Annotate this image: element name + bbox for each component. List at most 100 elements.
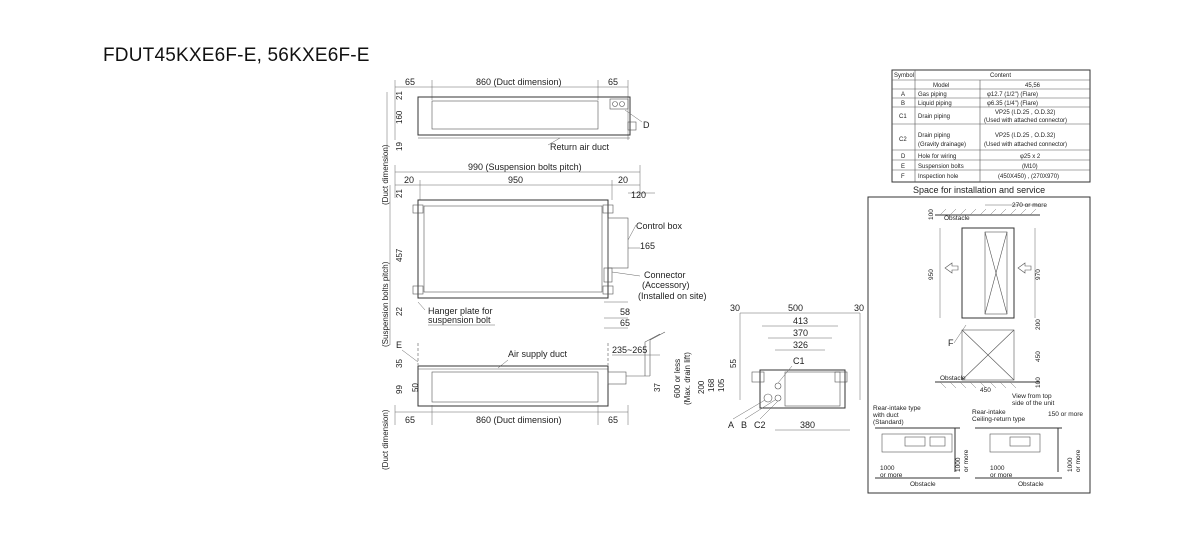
front-dim-65-right: 65 bbox=[608, 415, 618, 425]
table-model-content: 45,56 bbox=[1025, 83, 1041, 89]
dim-120: 120 bbox=[631, 190, 646, 200]
table-item-e: Suspension bolts bbox=[918, 164, 964, 170]
vert-duct-dimension-bottom: (Duct dimension) bbox=[381, 409, 390, 470]
table-item-b: Liquid piping bbox=[918, 101, 952, 107]
table-content-c2: VP25 (I.D.25 , O.D.32) bbox=[995, 133, 1055, 139]
ceiling-or-more-v: or more bbox=[1075, 449, 1082, 472]
label-installed-on-site: (Installed on site) bbox=[638, 291, 707, 301]
label-f: F bbox=[948, 338, 954, 348]
table-content-c2-note: (Used with attached connector) bbox=[984, 142, 1067, 148]
rear-duct-1000: 1000 bbox=[880, 465, 895, 472]
front-view: E Air supply duct 235~265 600 or less (M… bbox=[381, 331, 692, 470]
table-item-c2: Drain piping bbox=[918, 133, 950, 139]
obstacle-top: Obstacle bbox=[944, 215, 970, 222]
dim-21-top: 21 bbox=[395, 91, 404, 100]
ceiling-or-more: or more bbox=[990, 472, 1013, 479]
table-sym-c1: C1 bbox=[899, 114, 907, 120]
dim-58: 58 bbox=[620, 307, 630, 317]
top-view: 65 860 (Duct dimension) 65 D Return air … bbox=[381, 77, 650, 205]
side-dim-30-right: 30 bbox=[854, 303, 864, 313]
label-hanger-1: Hanger plate for bbox=[428, 306, 493, 316]
rear-duct-1: Rear-intake type bbox=[873, 405, 921, 412]
label-b: B bbox=[741, 420, 747, 430]
dim-37: 37 bbox=[653, 383, 662, 392]
dim-235-265: 235~265 bbox=[612, 345, 647, 355]
rear-ceiling-1: Rear-intake bbox=[972, 409, 1006, 416]
rear-duct-obstacle: Obstacle bbox=[910, 481, 936, 488]
label-d: D bbox=[643, 120, 650, 130]
label-c2: C2 bbox=[754, 420, 766, 430]
ceiling-1000-v: 1000 bbox=[1067, 457, 1074, 472]
table-content-d: φ25 x 2 bbox=[1020, 154, 1041, 160]
dim-65-right: 65 bbox=[608, 77, 618, 87]
label-control-box: Control box bbox=[636, 221, 683, 231]
dim-max-drain-lift: (Max. drain lift) bbox=[683, 352, 692, 405]
table-header-content: Content bbox=[990, 73, 1011, 79]
side-dim-326: 326 bbox=[793, 340, 808, 350]
table-sym-d: D bbox=[901, 154, 906, 160]
table-model-item: Model bbox=[933, 83, 949, 89]
side-dim-200: 200 bbox=[697, 380, 706, 394]
table-content-a: φ12.7 (1/2") (Flare) bbox=[987, 92, 1038, 98]
side-dim-370: 370 bbox=[793, 328, 808, 338]
side-dim-500: 500 bbox=[788, 303, 803, 313]
dim-600-or-less: 600 or less bbox=[673, 359, 682, 398]
dim-165: 165 bbox=[640, 241, 655, 251]
obstacle-bottom: Obstacle bbox=[940, 375, 966, 382]
symbol-table: Symbol Content Model 45,56 A Gas piping … bbox=[891, 69, 1091, 183]
dim-65-left: 65 bbox=[405, 77, 415, 87]
table-item-f: Inspection hole bbox=[918, 174, 959, 180]
side-dim-380: 380 bbox=[800, 420, 815, 430]
service-dim-450-v: 450 bbox=[1035, 351, 1042, 362]
front-dim-65-left: 65 bbox=[405, 415, 415, 425]
service-dim-950: 950 bbox=[928, 269, 935, 280]
front-dim-duct-860: 860 (Duct dimension) bbox=[476, 415, 562, 425]
dim-990-bolts: 990 (Suspension bolts pitch) bbox=[468, 162, 582, 172]
label-c1: C1 bbox=[793, 356, 805, 366]
dim-20-right: 20 bbox=[618, 175, 628, 185]
service-dim-200: 200 bbox=[1035, 319, 1042, 330]
label-e: E bbox=[396, 340, 402, 350]
table-sym-b: B bbox=[901, 101, 905, 107]
table-item-d: Hole for wiring bbox=[918, 154, 956, 160]
dim-20-left: 20 bbox=[404, 175, 414, 185]
service-dim-100-bottom: 100 bbox=[1035, 377, 1042, 388]
table-sym-c2: C2 bbox=[899, 137, 907, 143]
rear-duct-or-more-v: or more bbox=[963, 449, 970, 472]
dim-21-plan: 21 bbox=[395, 189, 404, 198]
label-air-supply-duct: Air supply duct bbox=[508, 349, 568, 359]
ceiling-1000: 1000 bbox=[990, 465, 1005, 472]
rear-duct-2: with duct bbox=[872, 412, 899, 419]
label-accessory: (Accessory) bbox=[642, 280, 690, 290]
label-a: A bbox=[728, 420, 734, 430]
table-content-b: φ6.35 (1/4") (Flare) bbox=[987, 101, 1038, 107]
label-270-or-more: 270 or more bbox=[1012, 202, 1047, 209]
service-space: Space for installation and service Obsta… bbox=[867, 185, 1091, 494]
view-note-1: View from top bbox=[1012, 393, 1052, 400]
service-dim-450-h: 450 bbox=[980, 387, 991, 394]
dim-457: 457 bbox=[395, 248, 404, 262]
table-item-c2-note: (Gravity drainage) bbox=[918, 142, 966, 148]
plan-view: 990 (Suspension bolts pitch) 20 950 20 1… bbox=[381, 162, 707, 347]
dim-160: 160 bbox=[395, 110, 404, 124]
table-sym-e: E bbox=[901, 164, 905, 170]
table-sym-a: A bbox=[901, 92, 905, 98]
table-content-c1: VP25 (I.D.25 , O.D.32) bbox=[995, 110, 1055, 116]
side-dim-168: 168 bbox=[707, 378, 716, 392]
label-hanger-2: suspension bolt bbox=[428, 315, 491, 325]
side-dim-105: 105 bbox=[717, 378, 726, 392]
table-content-e: (M10) bbox=[1022, 164, 1038, 170]
table-sym-f: F bbox=[901, 174, 905, 180]
side-dim-55: 55 bbox=[729, 359, 738, 368]
side-view: 30 500 30 413 370 326 C1 55 105 168 200 … bbox=[697, 303, 864, 431]
table-content-c1-note: (Used with attached connector) bbox=[984, 118, 1067, 124]
table-header-symbol: Symbol bbox=[894, 73, 914, 79]
side-dim-413: 413 bbox=[793, 316, 808, 326]
dim-35: 35 bbox=[395, 359, 404, 368]
rear-ceiling-2: Ceiling-return type bbox=[972, 416, 1025, 423]
rear-duct-or-more: or more bbox=[880, 472, 903, 479]
page-title: FDUT45KXE6F-E, 56KXE6F-E bbox=[103, 45, 370, 66]
dim-19: 19 bbox=[395, 142, 404, 151]
dim-50: 50 bbox=[411, 383, 420, 392]
